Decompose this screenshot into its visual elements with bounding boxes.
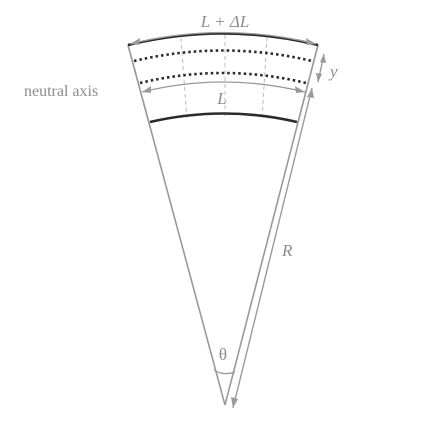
arrowhead-icon [316,73,322,82]
neutral-length-dimension-arc [141,81,306,93]
theta-label: θ [219,345,227,364]
arrowhead-icon [307,88,314,98]
offset-y-label: y [328,62,338,81]
beam-right-side [296,44,319,127]
beam-bottom-edge [149,112,298,124]
top-length-label: L + ΔL [200,12,250,31]
top-dotted-fiber [133,49,313,63]
arrowhead-icon [130,38,140,45]
neutral-axis-label: neutral axis [24,83,98,100]
beam-fiber-line [261,36,268,121]
radius-arrow-line [232,87,313,409]
arrowhead-icon [142,86,151,93]
arrowhead-icon [320,54,326,63]
arrowhead-icon [295,86,305,93]
theta-angle-arc [213,369,236,375]
neutral-axis-fiber [139,71,307,85]
top-length-dimension-arc [129,31,317,45]
beam-top-edge [127,32,319,47]
arrowhead-icon [231,397,238,408]
beam-fiber-line [180,37,188,121]
neutral-length-label: L [216,89,226,108]
radius-label: R [281,241,293,260]
beam-left-side [127,44,151,128]
arrowhead-icon [306,38,316,45]
